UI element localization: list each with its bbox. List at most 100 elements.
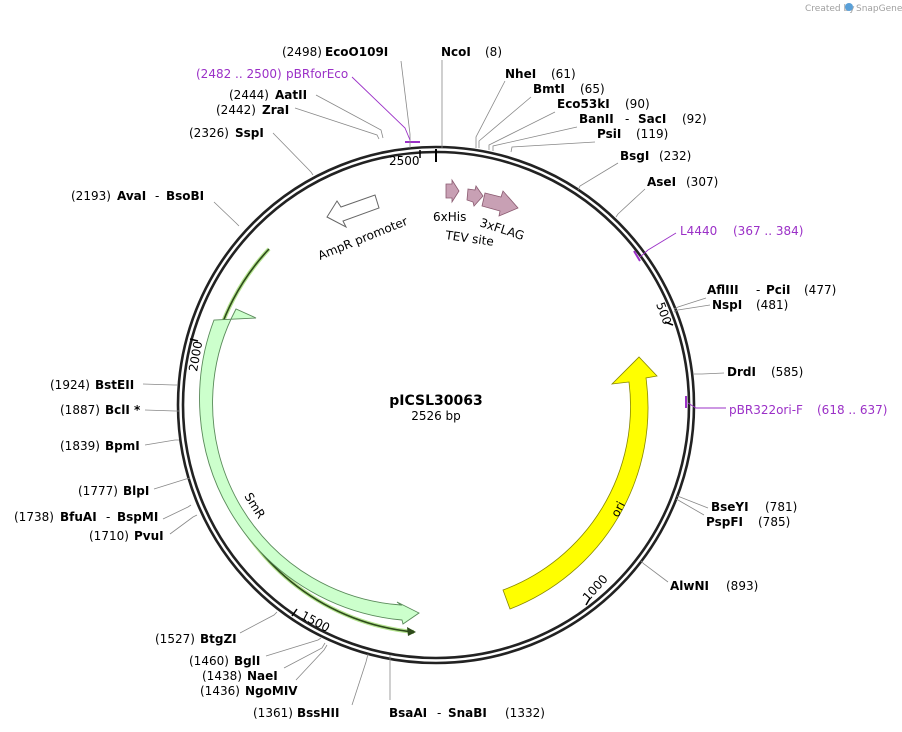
site-aflIII-name: AflIII	[707, 283, 739, 297]
site-bsgi-name: BsgI	[620, 149, 649, 163]
site-zrai: (2442) ZraI	[216, 103, 289, 117]
leader-bsteii	[142, 383, 178, 386]
site-aflIII-pos: (477)	[804, 283, 836, 297]
primer-l4440-name: L4440	[680, 224, 717, 238]
site-bfuai-bspmi: (1738) BfuAI - BspMI	[14, 510, 158, 524]
site-bspmi-name: BspMI	[117, 510, 158, 524]
ampr-promoter-arrow	[326, 194, 380, 229]
feature-ampr-promoter: AmpR promoter	[316, 194, 410, 263]
tick-1000	[585, 597, 591, 606]
site-pspfi-pos: (785)	[758, 515, 790, 529]
site-pvui-pos: (1710)	[89, 529, 129, 543]
site-ncoi-name: NcoI	[441, 45, 471, 59]
site-ncoi-pos: (8)	[485, 45, 502, 59]
tick-label-1500: 1500	[299, 608, 333, 635]
leader-bsshii	[351, 653, 369, 706]
leader-blpi	[153, 477, 191, 490]
feature-label-ampr-promoter: AmpR promoter	[316, 214, 410, 263]
watermark-prefix: Created by	[805, 4, 855, 14]
leader-btgzi	[239, 611, 278, 634]
leader-bpmi	[144, 439, 179, 446]
smr-outer-strand-highlight	[205, 247, 415, 634]
leader-eco53ki	[488, 111, 556, 150]
site-asei: AseI (307)	[647, 175, 718, 189]
site-aflIII-pcii: AflIII - PciI (477)	[707, 283, 836, 297]
leader-aatii	[315, 94, 384, 139]
leader-l4440	[639, 232, 677, 258]
site-banii-sep: -	[625, 112, 629, 126]
site-nspi-pos: (481)	[756, 298, 788, 312]
site-bsshii-pos: (1361)	[253, 706, 293, 720]
site-banii-pos: (92)	[682, 112, 707, 126]
site-bsobi-name: BsoBI	[166, 189, 204, 203]
primer-l4440: L4440 (367 .. 384)	[680, 224, 803, 238]
leader-zrai	[294, 107, 380, 140]
primer-marks	[405, 141, 687, 408]
site-alwni-name: AlwNI	[670, 579, 709, 593]
site-bsshii-name: BssHII	[297, 706, 339, 720]
site-bcli-name: BclI *	[105, 403, 141, 417]
leader-avai	[213, 201, 240, 227]
site-avai-name: AvaI	[117, 189, 146, 203]
site-ngomiv-name: NgoMIV	[245, 684, 298, 698]
site-eco53ki: Eco53kI (90)	[557, 97, 650, 111]
leader-pvui	[169, 514, 198, 535]
site-nhei: NheI (61)	[505, 67, 576, 81]
site-labels: (2498) EcoO109I NcoI (8) NheI (61) BmtI …	[14, 45, 836, 720]
feature-ori: ori	[502, 356, 658, 610]
site-pcii-name: PciI	[766, 283, 791, 297]
site-bmti-name: BmtI	[533, 82, 565, 96]
leader-pbr322ori-f	[687, 402, 726, 409]
site-asei-name: AseI	[647, 175, 676, 189]
leader-psii	[510, 141, 596, 153]
leader-ecoo109i	[400, 60, 411, 148]
site-pvui: (1710) PvuI	[89, 529, 164, 543]
tick-label-2500: 2500	[389, 154, 420, 168]
tick-label-2000: 2000	[186, 340, 205, 373]
site-bcli: (1887) BclI *	[60, 403, 141, 417]
site-sspi: (2326) SspI	[189, 126, 264, 140]
site-btgzi-pos: (1527)	[155, 632, 195, 646]
site-naei: (1438) NaeI	[202, 669, 278, 683]
site-bsteii-pos: (1924)	[50, 378, 90, 392]
leader-naei	[283, 642, 326, 669]
site-aatii-name: AatII	[275, 88, 307, 102]
site-bseyi: BseYI (781)	[711, 500, 797, 514]
smr-outer-strand-tip	[407, 627, 416, 636]
site-ecoo109i-pos: (2498)	[282, 45, 322, 59]
site-bcli-pos: (1887)	[60, 403, 100, 417]
site-zrai-pos: (2442)	[216, 103, 256, 117]
primer-pbr322ori-f-name: pBR322ori-F	[729, 403, 803, 417]
primer-pbr322ori-f: pBR322ori-F (618 .. 637)	[729, 403, 887, 417]
leader-aflIII	[673, 297, 707, 310]
site-bsaai-name: BsaAI	[389, 706, 427, 720]
plasmid-length: 2526 bp	[411, 409, 461, 423]
backbone-outer	[176, 145, 696, 665]
site-zrai-name: ZraI	[262, 103, 289, 117]
primer-pbr322ori-f-range: (618 .. 637)	[817, 403, 887, 417]
leader-bmti	[478, 96, 532, 148]
leader-banii	[492, 126, 578, 151]
site-bsgi: BsgI (232)	[620, 149, 691, 163]
leader-drdi	[694, 372, 725, 375]
site-btgzi: (1527) BtgZI	[155, 632, 237, 646]
site-ecoo109i-name: EcoO109I	[325, 45, 388, 59]
site-bseyi-pos: (781)	[765, 500, 797, 514]
primer-labels: (2482 .. 2500) pBRforEco L4440 (367 .. 3…	[196, 67, 887, 417]
site-naei-pos: (1438)	[202, 669, 242, 683]
site-sspi-name: SspI	[235, 126, 264, 140]
site-btgzi-name: BtgZI	[200, 632, 237, 646]
site-bgli-pos: (1460)	[189, 654, 229, 668]
feature-smr: SmR	[199, 247, 420, 636]
site-drdi: DrdI (585)	[727, 365, 803, 379]
tick-2000	[189, 338, 199, 342]
leader-pspfi	[675, 498, 705, 516]
site-bsteii: (1924) BstEII	[50, 378, 134, 392]
leader-alwni	[640, 560, 669, 583]
site-bseyi-name: BseYI	[711, 500, 749, 514]
site-bgli: (1460) BglI	[189, 654, 260, 668]
site-banii-name: BanII	[579, 112, 614, 126]
feature-tev-site-arrow	[466, 185, 484, 207]
site-naei-name: NaeI	[247, 669, 278, 683]
